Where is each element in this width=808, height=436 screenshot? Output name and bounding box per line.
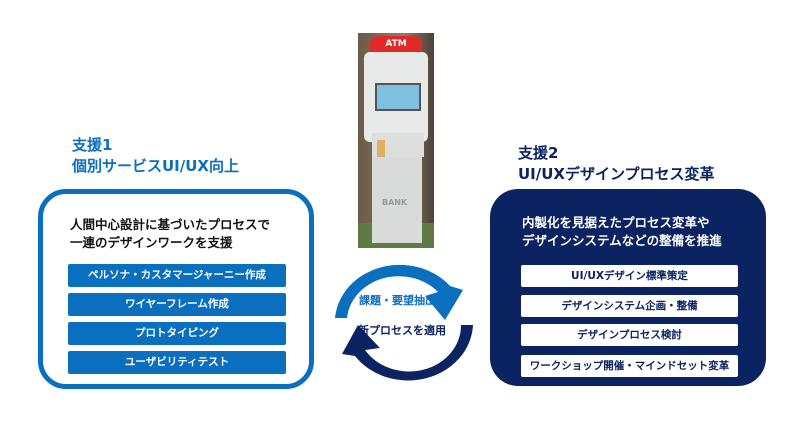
cycle-label-bottom: 新プロセスを適用 <box>358 324 446 337</box>
cycle-arrow-top-icon <box>335 264 463 320</box>
support1-item: ペルソナ・カスタマージャーニー作成 <box>68 264 286 287</box>
atm-sign: ATM <box>370 36 422 52</box>
support2-desc-line2: デザインシステムなどの整備を推進 <box>522 233 722 248</box>
cycle-arrow-bottom-icon <box>342 325 473 381</box>
support2-item: デザインシステム企画・整備 <box>521 295 738 317</box>
cycle-arrows <box>335 264 473 381</box>
support1-panel <box>38 189 314 389</box>
support1-item: ユーザビリティテスト <box>68 351 286 374</box>
support1-label: 支援1 <box>72 136 113 154</box>
support1-title: 個別サービスUI/UX向上 <box>72 157 239 175</box>
bank-logo: BANK <box>382 198 408 207</box>
support1-desc-line2: 一連のデザインワークを支援 <box>70 235 233 250</box>
support1-item: プロトタイピング <box>68 322 286 345</box>
atm-photo: ATM BANK <box>358 33 434 248</box>
support2-panel <box>490 189 766 386</box>
support2-item: デザインプロセス検討 <box>521 324 738 346</box>
cycle-label-top: 課題・要望抽出 <box>359 294 436 307</box>
support2-item: UI/UXデザイン標準策定 <box>521 265 738 287</box>
support2-title: UI/UXデザインプロセス変革 <box>518 165 715 183</box>
support2-desc-line1: 内製化を見据えたプロセス変革や <box>522 215 710 230</box>
support2-label: 支援2 <box>518 144 559 162</box>
support2-item: ワークショップ開催・マインドセット変革 <box>521 355 738 377</box>
support1-desc-line1: 人間中心設計に基づいたプロセスで <box>70 217 271 232</box>
support1-item: ワイヤーフレーム作成 <box>68 293 286 316</box>
